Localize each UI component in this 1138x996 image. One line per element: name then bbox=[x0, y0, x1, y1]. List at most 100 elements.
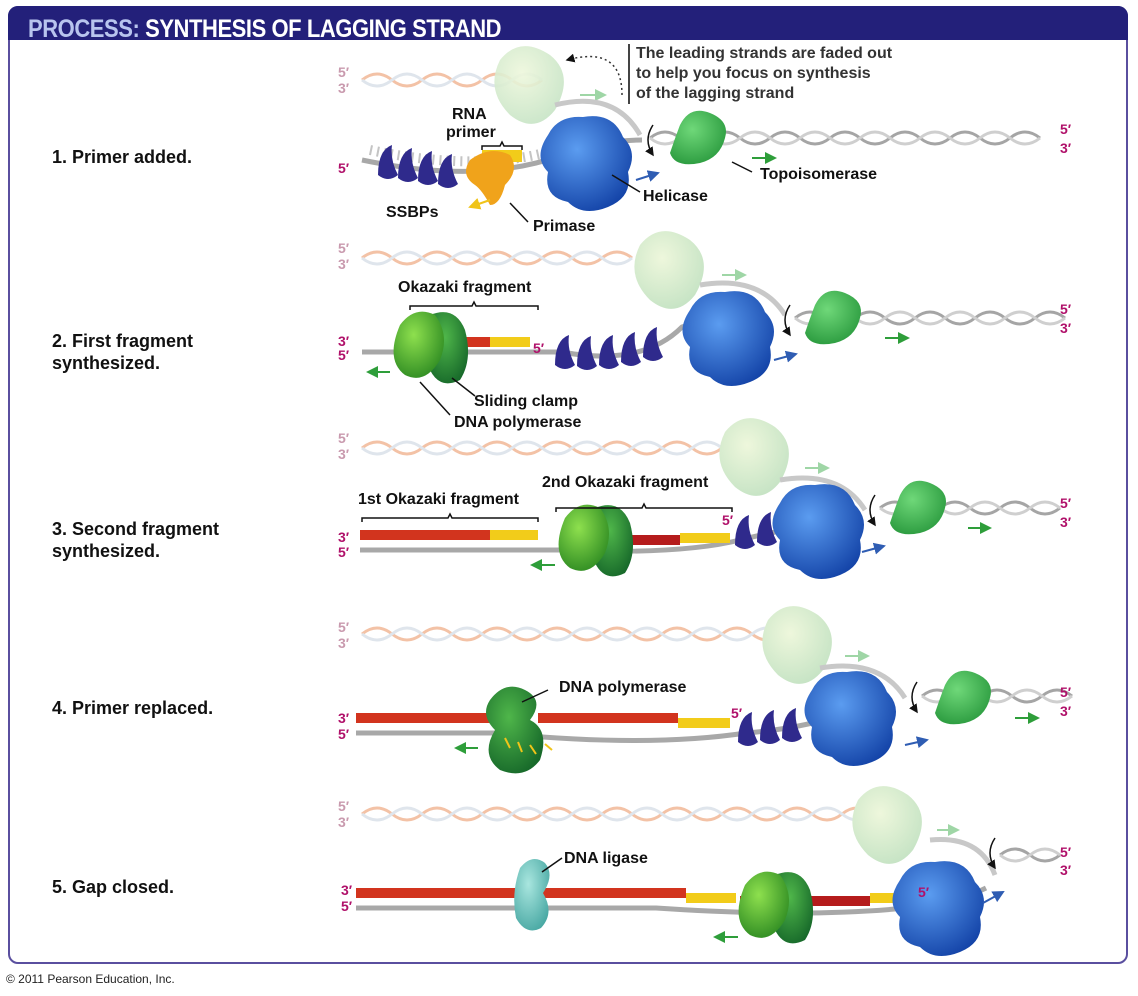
first-okazaki-label: 1st Okazaki fragment bbox=[358, 491, 519, 508]
first-okazaki-dna bbox=[360, 530, 490, 540]
helicase-arrow bbox=[773, 350, 798, 363]
step-3-line-1: 3. Second fragment bbox=[52, 519, 220, 539]
topoisomerase bbox=[805, 290, 861, 345]
first-okazaki-dna bbox=[356, 713, 496, 723]
helicase bbox=[804, 671, 896, 766]
rotation-icon bbox=[909, 681, 918, 714]
helicase-arrow bbox=[861, 542, 886, 555]
faded-polymerase bbox=[762, 606, 832, 684]
title-keyword: PROCESS: bbox=[28, 15, 140, 43]
step-2-label: 2. First fragment synthesized. bbox=[52, 330, 193, 374]
rna-primer-label-1: RNA bbox=[452, 106, 487, 123]
end-5-parental: 5′ bbox=[1060, 495, 1072, 511]
end-5-fragment: 5′ bbox=[533, 340, 545, 356]
lagging-template-rungs bbox=[368, 140, 572, 167]
end-5-faded: 5′ bbox=[338, 798, 350, 814]
leading-template-arc bbox=[819, 663, 908, 700]
second-okazaki-label: 2nd Okazaki fragment bbox=[542, 474, 709, 491]
leading-template-arc bbox=[779, 475, 868, 512]
replaced-primer-gap bbox=[538, 713, 678, 723]
dna-polymerase-label: DNA polymerase bbox=[454, 414, 582, 431]
faded-leading-helix-2 bbox=[361, 806, 873, 822]
end-3-faded: 3′ bbox=[338, 635, 350, 651]
rna-primer-label-2: primer bbox=[446, 124, 496, 141]
primase-leader bbox=[509, 202, 529, 223]
helicase bbox=[682, 291, 774, 386]
faded-polymerase bbox=[719, 418, 789, 496]
note-line-1: The leading strands are faded out bbox=[636, 45, 893, 62]
end-3-lagging: 3′ bbox=[341, 882, 353, 898]
end-3-faded: 3′ bbox=[338, 446, 350, 462]
dotted-callout-arrow bbox=[565, 53, 623, 96]
helicase-arrow bbox=[904, 736, 929, 749]
note-line-2: to help you focus on synthesis bbox=[636, 65, 871, 82]
excised-nucleotides bbox=[504, 737, 553, 755]
dna-polymerase bbox=[738, 871, 789, 938]
faded-leading-helix-2 bbox=[361, 626, 783, 642]
end-5-fragment: 5′ bbox=[722, 512, 734, 528]
new-okazaki-primer bbox=[870, 893, 910, 903]
copyright: © 2011 Pearson Education, Inc. bbox=[6, 972, 175, 986]
end-5-faded: 5′ bbox=[338, 619, 350, 635]
step-5-label: 5. Gap closed. bbox=[52, 877, 175, 897]
ssbp-proteins bbox=[735, 512, 777, 549]
topoisomerase-label: Topoisomerase bbox=[760, 166, 878, 183]
end-3-parental: 3′ bbox=[1060, 320, 1072, 336]
polymerase-leader bbox=[419, 381, 451, 416]
end-5-faded: 5′ bbox=[338, 430, 350, 446]
end-5-lagging: 5′ bbox=[338, 347, 350, 363]
step-2-line-2: synthesized. bbox=[52, 353, 161, 373]
ssbps-label: SSBPs bbox=[386, 204, 439, 221]
ssbp-proteins bbox=[555, 327, 663, 370]
sliding-clamp-label: Sliding clamp bbox=[474, 393, 579, 410]
ssbp-proteins bbox=[738, 708, 802, 746]
rna-primer-bracket bbox=[481, 140, 523, 150]
ligase-leader bbox=[541, 857, 563, 873]
dna-ligase bbox=[514, 859, 550, 931]
second-okazaki-primer bbox=[680, 533, 730, 543]
step-2-line-1: 2. First fragment bbox=[52, 331, 194, 351]
helicase-label: Helicase bbox=[643, 188, 708, 205]
page-title: PROCESS: SYNTHESIS OF LAGGING STRAND bbox=[28, 15, 502, 44]
topo-leader bbox=[731, 161, 753, 173]
end-5-parental: 5′ bbox=[1060, 844, 1072, 860]
leading-template-arc bbox=[699, 280, 788, 317]
first-okazaki-primer bbox=[490, 530, 538, 540]
end-3-parental: 3′ bbox=[1060, 862, 1072, 878]
helicase bbox=[772, 484, 864, 579]
second-okazaki-bracket bbox=[555, 502, 733, 512]
panel-1-artwork bbox=[361, 46, 1041, 223]
faded-strands-note: The leading strands are faded out to hel… bbox=[628, 44, 892, 104]
ssbp-proteins bbox=[378, 145, 458, 188]
end-5-lagging: 5′ bbox=[338, 160, 350, 176]
end-5-faded: 5′ bbox=[338, 64, 350, 80]
topoisomerase bbox=[670, 110, 726, 165]
end-3-faded: 3′ bbox=[338, 80, 350, 96]
end-3-faded: 3′ bbox=[338, 256, 350, 272]
remaining-primer bbox=[678, 718, 730, 728]
panel-5-artwork bbox=[356, 786, 1061, 956]
end-3-parental: 3′ bbox=[1060, 140, 1072, 156]
parental-helix bbox=[999, 847, 1061, 863]
end-5-lagging: 5′ bbox=[338, 726, 350, 742]
faded-leading-helix bbox=[361, 806, 873, 822]
dna-ligase-label: DNA ligase bbox=[564, 850, 648, 867]
polymerase-leader bbox=[521, 689, 549, 703]
dna-polymerase bbox=[558, 504, 609, 571]
end-5-fragment: 5′ bbox=[918, 884, 930, 900]
rotation-icon bbox=[782, 304, 791, 337]
primase-label: Primase bbox=[533, 218, 596, 235]
step-3-line-2: synthesized. bbox=[52, 541, 161, 561]
helicase-arrow bbox=[982, 891, 1005, 904]
topoisomerase bbox=[890, 480, 946, 535]
faded-leading-helix-2 bbox=[361, 440, 723, 456]
header-bar: PROCESS: SYNTHESIS OF LAGGING STRAND bbox=[8, 6, 1128, 43]
dna-polymerase bbox=[486, 686, 544, 774]
faded-polymerase bbox=[634, 231, 704, 309]
note-line-3: of the lagging strand bbox=[636, 85, 795, 102]
end-5-fragment: 5′ bbox=[731, 705, 743, 721]
okazaki-primer bbox=[490, 337, 530, 347]
end-5-lagging: 5′ bbox=[341, 898, 353, 914]
helicase-arrow bbox=[635, 170, 660, 182]
